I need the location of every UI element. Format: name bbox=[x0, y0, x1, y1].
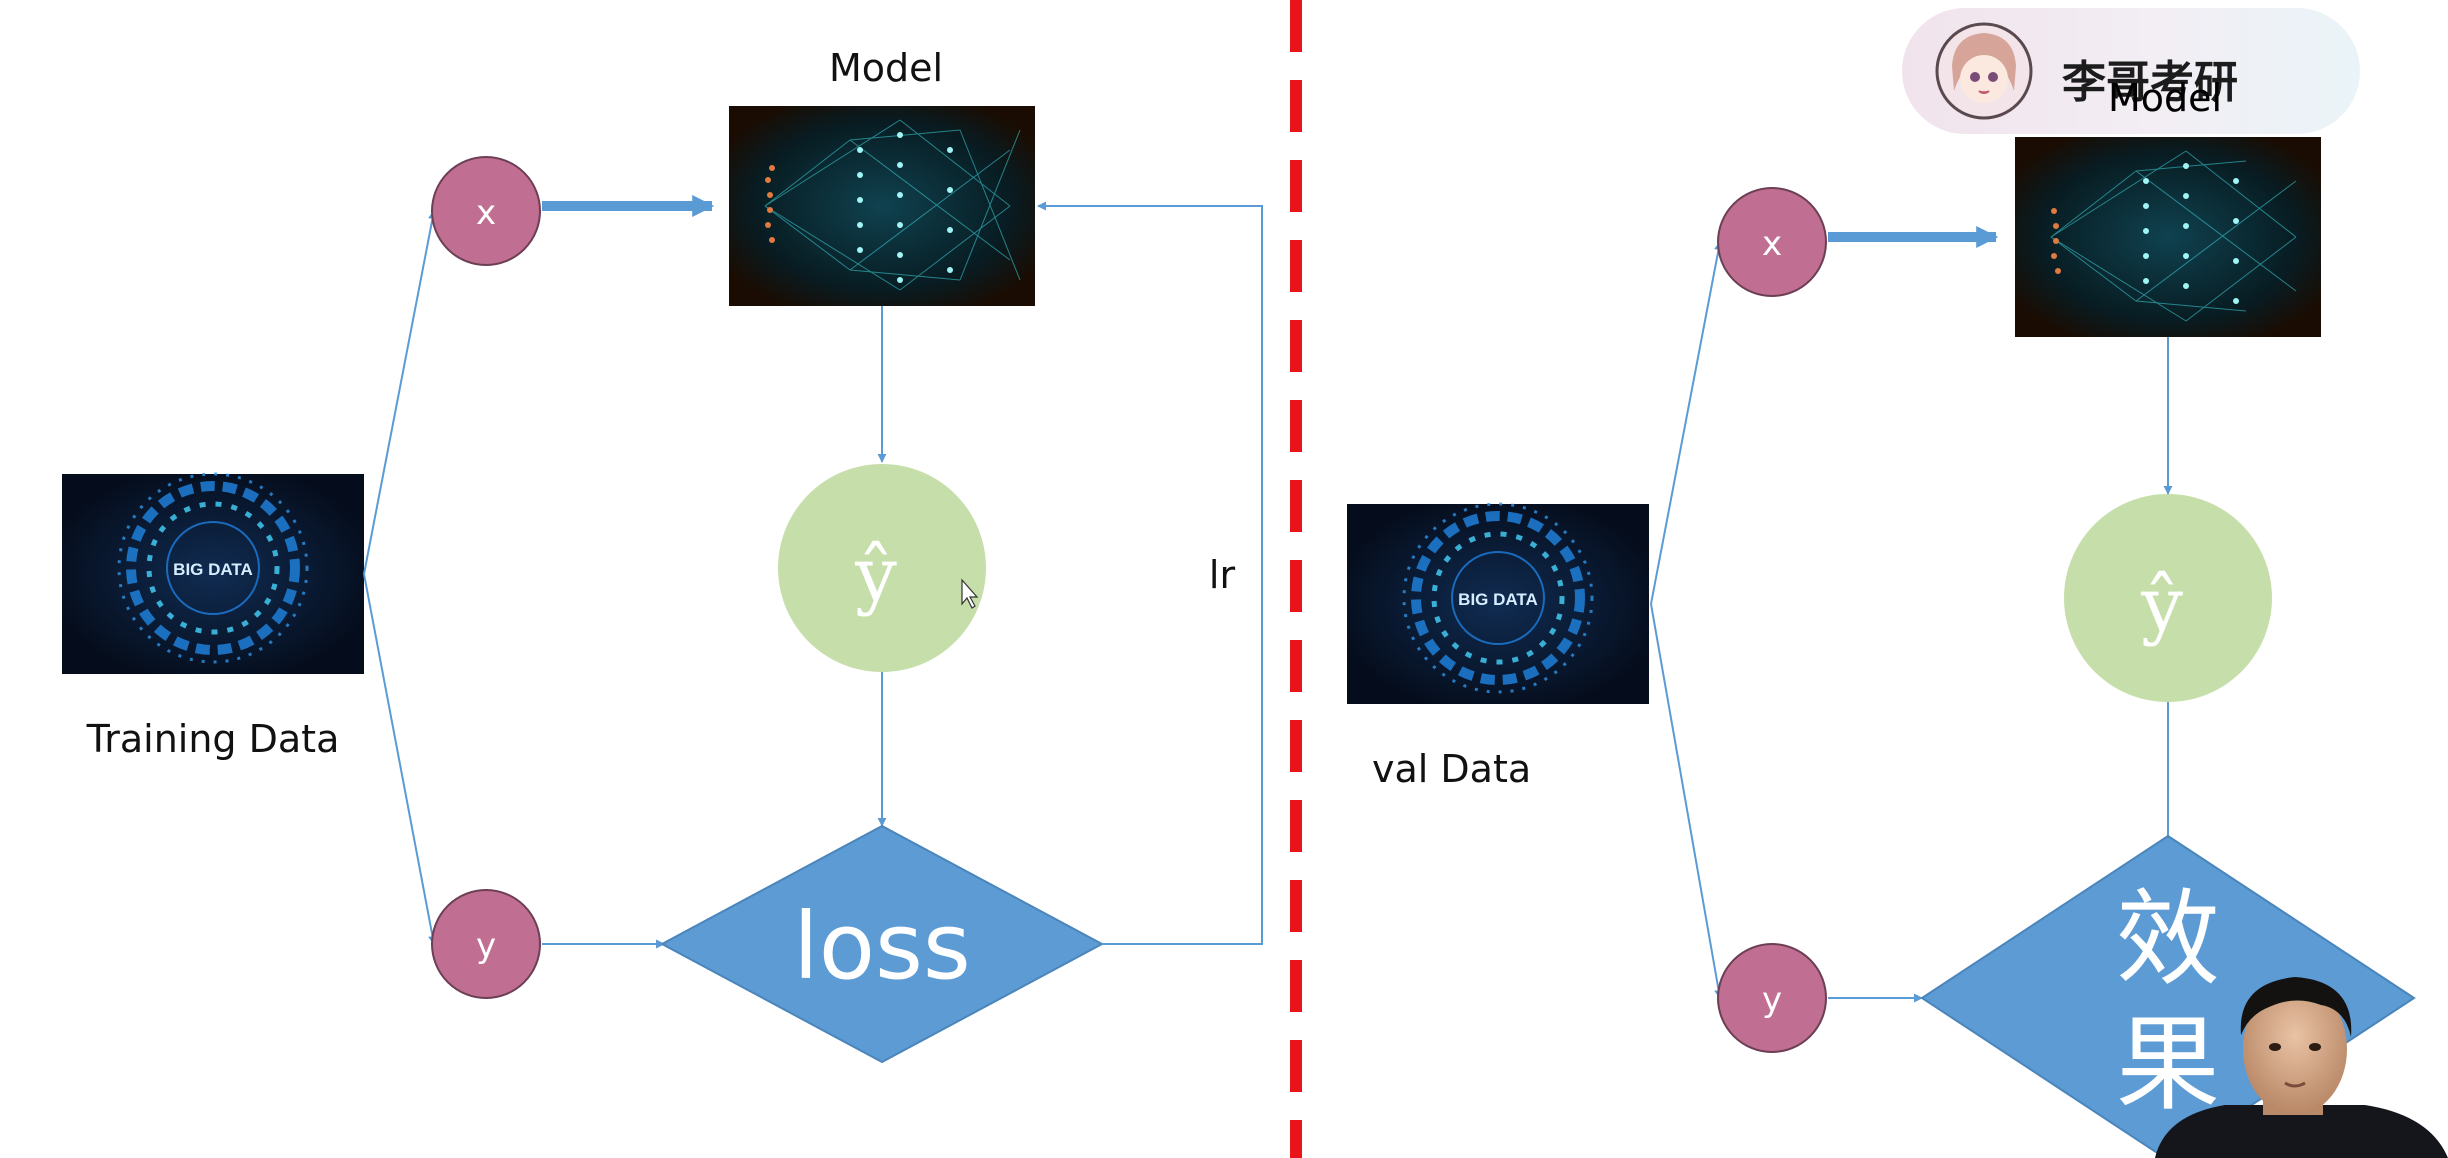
val-data-label: val Data bbox=[1372, 747, 1531, 791]
val-x-node: x bbox=[1717, 187, 1827, 297]
loss-node: loss bbox=[659, 824, 1105, 1064]
y-node: y bbox=[431, 889, 541, 999]
val-yhat-node: ŷ bbox=[2064, 494, 2272, 702]
branch-arrow-to-x bbox=[363, 210, 437, 575]
branch-arrow-to-y bbox=[363, 573, 437, 945]
val-branch-arrow-to-x bbox=[1650, 241, 1723, 605]
lr-label: lr bbox=[1209, 553, 1236, 597]
val-y-node-label: y bbox=[1762, 980, 1782, 1020]
training-data-image: BIG DATA bbox=[62, 472, 364, 674]
yhat-node-label: ŷ bbox=[854, 532, 897, 618]
channel-avatar-icon bbox=[1935, 22, 2033, 120]
model-label: Model bbox=[829, 46, 943, 90]
left-panel: BIG DATA Training Data x Model bbox=[62, 46, 1263, 1064]
val-model-label: Model bbox=[2108, 76, 2223, 120]
yhat-node: ŷ bbox=[778, 464, 986, 672]
val-yhat-node-label: ŷ bbox=[2140, 562, 2183, 648]
channel-name: 李哥考研 bbox=[2062, 57, 2238, 108]
loss-feedback-arrow bbox=[1037, 201, 1263, 945]
mouse-cursor-icon bbox=[961, 578, 979, 609]
presenter-webcam bbox=[2145, 965, 2448, 1158]
loss-node-label: loss bbox=[793, 893, 971, 1000]
val-y-node: y bbox=[1717, 943, 1827, 1053]
val-x-node-label: x bbox=[1762, 224, 1782, 264]
model-network-image bbox=[729, 106, 1035, 306]
val-branch-arrow-to-y bbox=[1650, 603, 1724, 999]
channel-badge bbox=[1902, 8, 2360, 134]
val-model-network-image bbox=[2015, 137, 2321, 337]
effect-node-label-2: 果 bbox=[2116, 1003, 2220, 1125]
training-data-label: Training Data bbox=[86, 717, 340, 761]
val-data-image-text: BIG DATA bbox=[1458, 590, 1538, 609]
y-node-label: y bbox=[476, 926, 496, 966]
effect-node-label-1: 效 bbox=[2116, 878, 2220, 1000]
x-node-label: x bbox=[476, 193, 496, 233]
val-data-image: BIG DATA bbox=[1347, 502, 1649, 704]
training-data-image-text: BIG DATA bbox=[173, 560, 253, 579]
x-node: x bbox=[431, 156, 541, 266]
